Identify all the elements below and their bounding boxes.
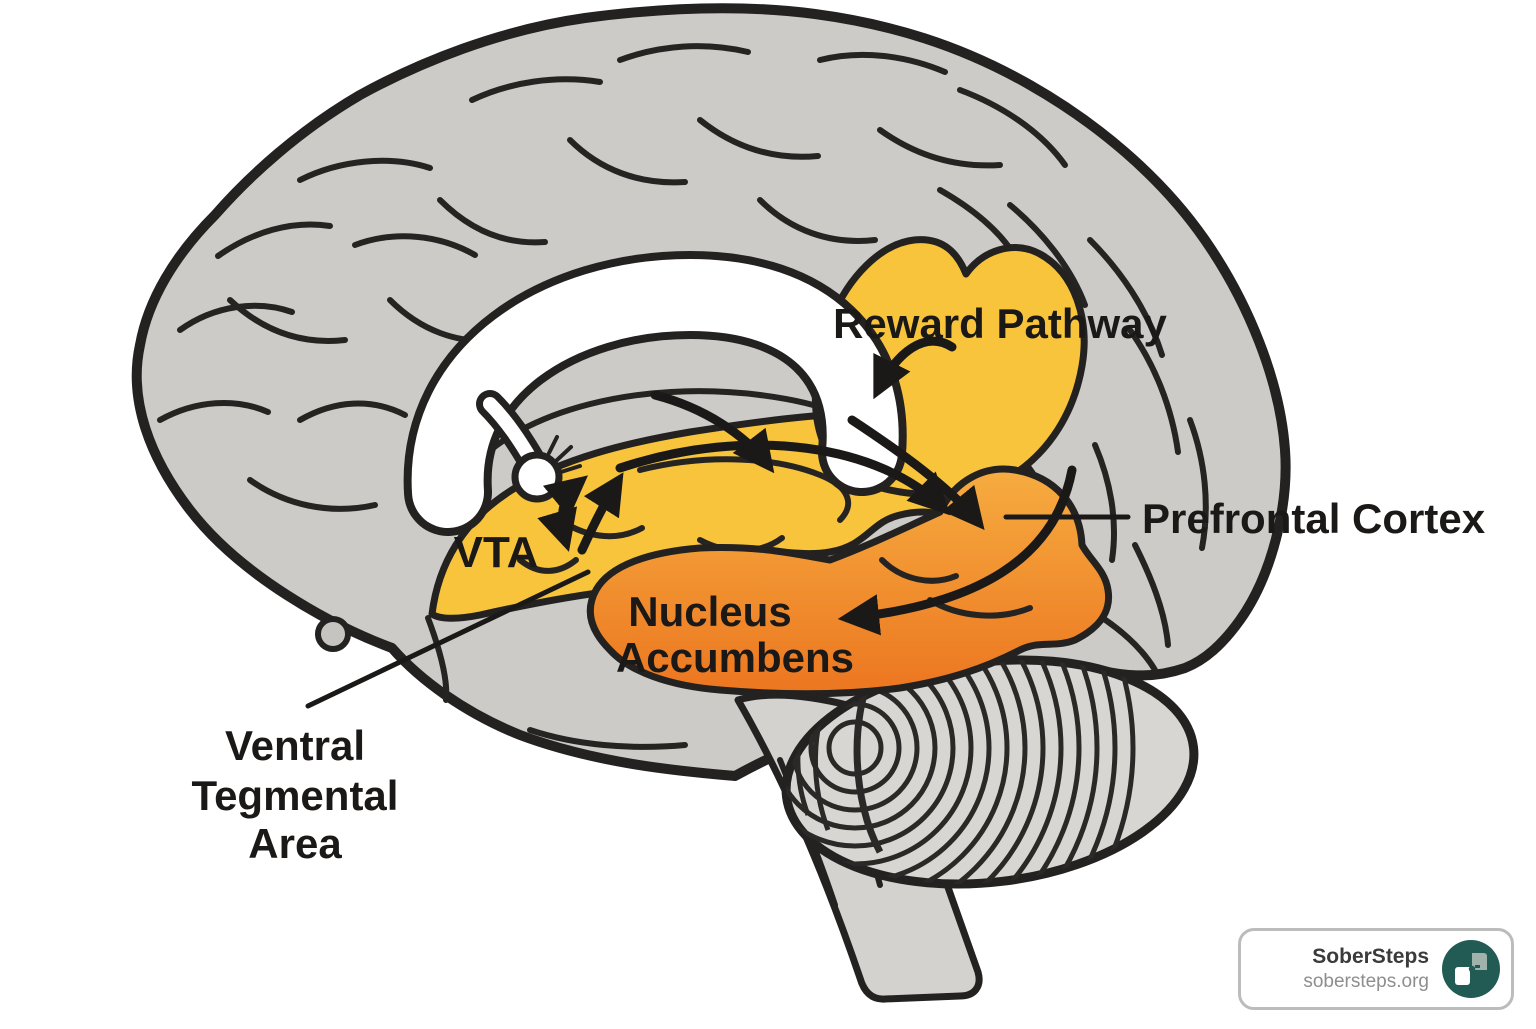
vta-label: VTA: [454, 528, 539, 577]
nucleus-accumbens-label-line2: Accumbens: [616, 634, 854, 681]
cerebellum: [773, 637, 1199, 907]
ventral-tegmental-label-line3: Area: [248, 820, 342, 867]
badge-url: sobersteps.org: [1303, 971, 1429, 993]
arrow-to-accumbens: [837, 465, 1077, 636]
pathway-arrows: [537, 336, 1077, 636]
sobersteps-badge[interactable]: SoberSteps sobersteps.org: [1238, 928, 1514, 1010]
sobersteps-logo-icon: [1442, 940, 1500, 998]
arrow-reward-loop: [873, 336, 957, 400]
reward-pathway-label: Reward Pathway: [833, 300, 1167, 347]
arrow-vta-bidirectional: [537, 475, 588, 552]
pituitary-circle: [315, 616, 351, 652]
arrow-to-prefrontal-2: [847, 415, 985, 530]
ventral-tegmental-label-line1: Ventral: [225, 722, 365, 769]
corpus-callosum: [403, 250, 907, 536]
ventral-tegmental-label-line2: Tegmental: [192, 772, 399, 819]
badge-title: SoberSteps: [1312, 945, 1429, 968]
accumbens-detail-lines: [879, 557, 1033, 619]
prefrontal-cortex-label: Prefrontal Cortex: [1142, 495, 1486, 542]
sulci-lines: [157, 43, 1209, 750]
arrow-vta-up: [577, 472, 624, 555]
arrow-to-prefrontal-1: [615, 440, 951, 516]
arrow-fornix-down: [650, 390, 775, 474]
nucleus-accumbens-label-line1: Nucleus: [628, 588, 791, 635]
badge-text-block: SoberSteps sobersteps.org: [1303, 944, 1429, 994]
anterior-commissure: [511, 451, 563, 503]
vta-pointer-line: [305, 569, 591, 709]
